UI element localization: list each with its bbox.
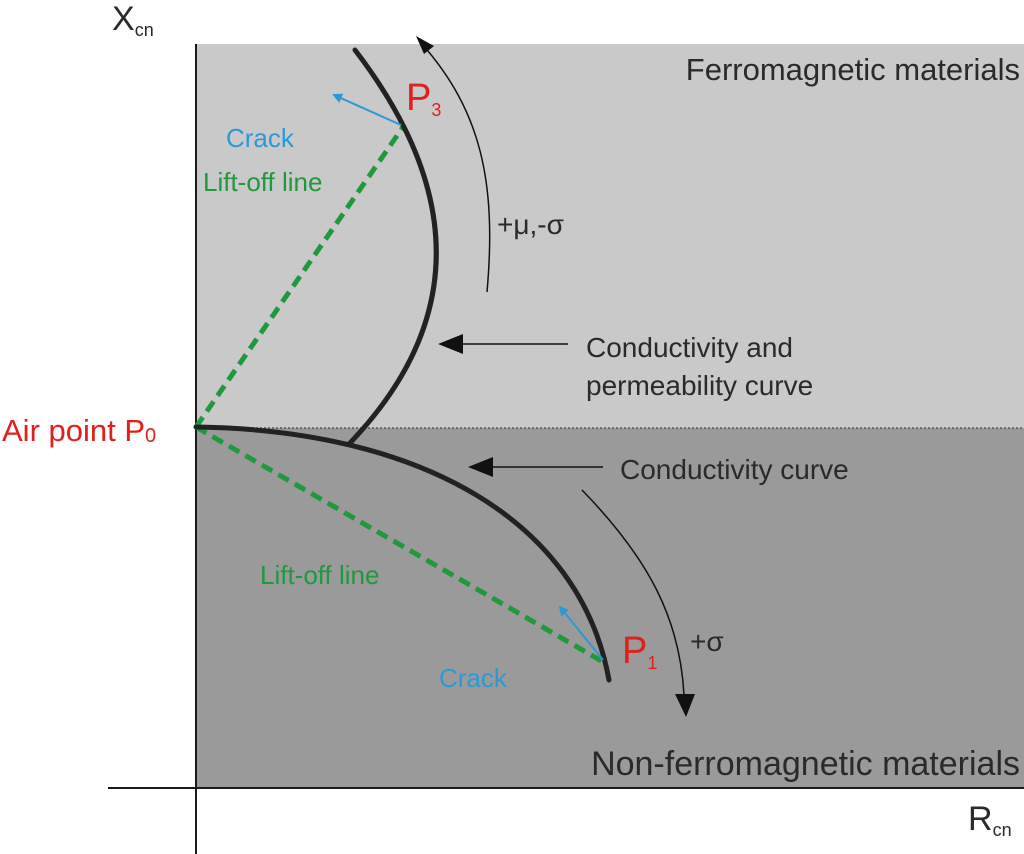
air-point-label: Air point P0 bbox=[2, 413, 156, 448]
ferromagnetic-title: Ferromagnetic materials bbox=[686, 52, 1020, 87]
mu-sigma-label: +μ,-σ bbox=[497, 209, 564, 240]
ferromagnetic-region bbox=[196, 44, 1024, 428]
lift-off-line-lower bbox=[194, 424, 607, 666]
liftoff-label-lower: Lift-off line bbox=[260, 560, 379, 590]
cond-perm-label-line2: permeability curve bbox=[586, 370, 813, 401]
conductivity-curve bbox=[193, 424, 612, 683]
mu-sigma-direction-arrow bbox=[421, 43, 491, 293]
conductivity-curve-label: Conductivity curve bbox=[620, 454, 849, 485]
crack-arrow-lower bbox=[558, 605, 604, 661]
lift-off-line-upper bbox=[193, 125, 406, 429]
crack-label-lower: Crack bbox=[439, 663, 508, 693]
p3-label: P3 bbox=[406, 77, 441, 120]
cond-pointer-icon bbox=[468, 457, 493, 477]
liftoff-label-upper: Lift-off line bbox=[203, 167, 322, 197]
crack-label-upper: Crack bbox=[226, 123, 295, 153]
cond-perm-label-line1: Conductivity and bbox=[586, 332, 793, 363]
mu-sigma-arrowhead-icon bbox=[416, 36, 434, 54]
sigma-label: +σ bbox=[690, 626, 724, 657]
cond-perm-pointer-icon bbox=[438, 334, 463, 354]
x-axis-label: Rcn bbox=[968, 800, 1012, 840]
non-ferromagnetic-title: Non-ferromagnetic materials bbox=[591, 745, 1020, 783]
crack-arrow-upper bbox=[332, 93, 402, 126]
y-axis-label: Xcn bbox=[112, 0, 154, 40]
non-ferromagnetic-region bbox=[196, 428, 1024, 788]
p1-label: P1 bbox=[622, 630, 657, 673]
sigma-arrowhead-icon bbox=[675, 694, 695, 717]
sigma-direction-arrow bbox=[581, 489, 685, 696]
conductivity-permeability-curve bbox=[347, 47, 439, 446]
